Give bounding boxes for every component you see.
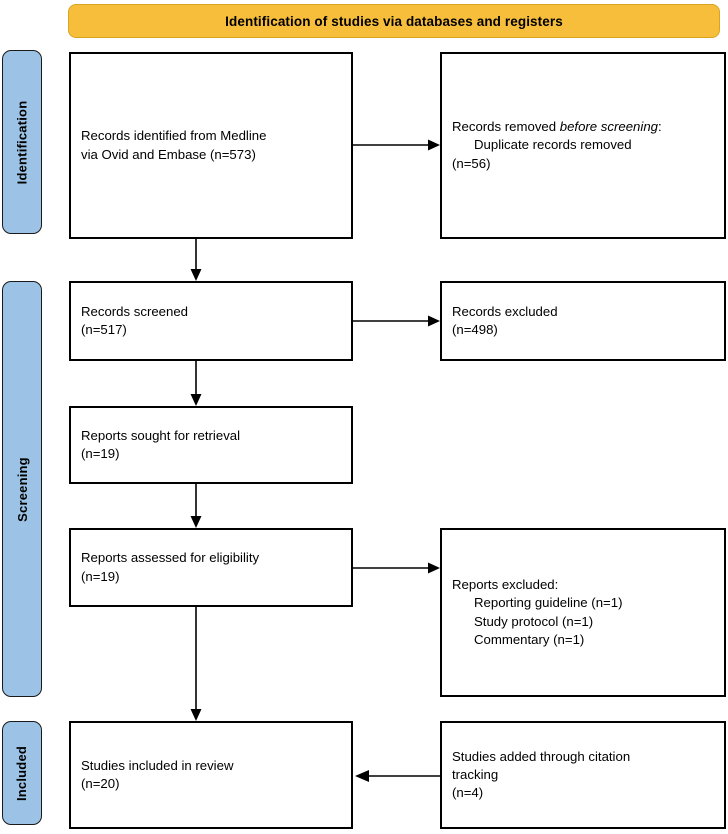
records-excluded-line2: (n=498) [452,322,498,337]
studies-included-line2: (n=20) [81,776,120,791]
node-records-identified-text: Records identified from Medline via Ovid … [71,127,276,163]
phase-bar-identification: Identification [2,50,42,234]
records-removed-prefix: Records removed [452,119,560,135]
node-records-excluded: Records excluded (n=498) [440,281,726,361]
records-screened-line2: (n=517) [81,322,127,337]
node-studies-included-text: Studies included in review (n=20) [71,757,243,793]
node-reports-excluded: Reports excluded: Reporting guideline (n=… [440,528,726,697]
node-records-screened-text: Records screened (n=517) [71,303,198,339]
node-reports-excluded-text: Reports excluded: Reporting guideline (n=… [442,576,632,649]
arrowhead-screened-to-sought [190,394,202,406]
node-records-removed-text: Records removed before screening: Duplica… [442,118,672,173]
arrowhead-identified-to-removed [428,139,440,151]
records-identified-line1: Records identified from Medline [81,128,267,144]
records-screened-line1: Records screened [81,303,189,319]
phase-bar-included: Included [2,721,42,825]
reports-excluded-reason2: Study protocol (n=1) [474,613,594,629]
reports-assessed-line1: Reports assessed for eligibility [81,550,260,566]
node-studies-included: Studies included in review (n=20) [69,721,353,829]
phase-bar-screening: Screening [2,281,42,697]
node-reports-sought-text: Reports sought for retrieval (n=19) [71,427,250,463]
records-removed-emphasis: before screening [559,119,658,135]
banner-identification-header: Identification of studies via databases … [68,4,720,38]
records-removed-detail1: Duplicate records removed [474,137,632,153]
node-studies-citation-tracking-text: Studies added through citation tracking (n… [442,748,640,803]
reports-excluded-reason1: Reporting guideline (n=1) [474,595,623,611]
studies-included-line1: Studies included in review [81,757,234,773]
arrowhead-sought-to-assessed [190,516,202,528]
arrowhead-identified-to-screened [190,269,202,281]
arrowhead-assessed-to-included [190,709,202,721]
arrowhead-citation-to-included [355,770,369,782]
reports-sought-line1: Reports sought for retrieval [81,427,241,443]
studies-citation-line1: Studies added through citation [452,748,631,764]
node-records-removed: Records removed before screening: Duplica… [440,52,726,239]
phase-label-screening: Screening [14,456,30,522]
node-records-screened: Records screened (n=517) [69,281,353,361]
reports-excluded-reason3: Commentary (n=1) [474,631,585,647]
reports-sought-line2: (n=19) [81,446,120,461]
records-excluded-line1: Records excluded [452,303,558,319]
arrowhead-assessed-to-reports-excluded [428,562,440,574]
node-records-excluded-text: Records excluded (n=498) [442,303,568,339]
arrowhead-screened-to-excluded [428,315,440,327]
node-studies-citation-tracking: Studies added through citation tracking (n… [440,721,726,829]
node-reports-assessed-text: Reports assessed for eligibility (n=19) [71,549,269,585]
node-records-identified: Records identified from Medline via Ovid … [69,52,353,239]
records-identified-line2: via Ovid and Embase (n=573) [81,146,256,162]
records-removed-suffix: : [658,119,662,135]
node-reports-assessed: Reports assessed for eligibility (n=19) [69,528,353,607]
reports-excluded-heading: Reports excluded: [452,577,559,593]
records-removed-detail2: (n=56) [452,155,491,171]
studies-citation-line3: (n=4) [452,785,484,801]
reports-assessed-line2: (n=19) [81,568,120,584]
node-reports-sought: Reports sought for retrieval (n=19) [69,406,353,484]
phase-label-included: Included [14,745,30,801]
studies-citation-line2: tracking [452,766,499,782]
phase-label-identification: Identification [14,100,30,184]
